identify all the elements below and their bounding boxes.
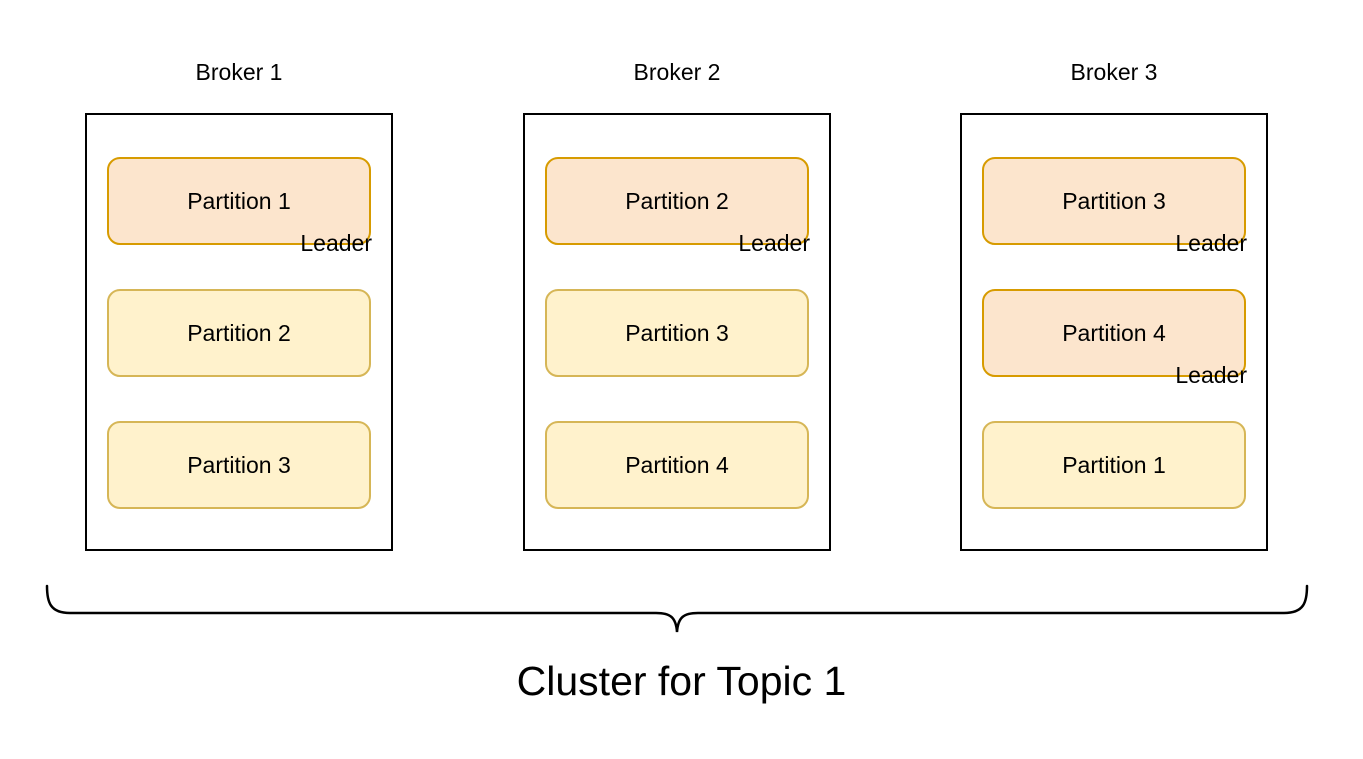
cluster-brace xyxy=(45,584,1309,633)
partition-box: Partition 4 Leader xyxy=(982,289,1247,388)
partition-box: Partition 1 Leader xyxy=(107,157,372,256)
partition-label: Partition 1 xyxy=(187,187,291,214)
broker-3-title: Broker 3 xyxy=(1070,59,1158,85)
leader-badge: Leader xyxy=(300,230,372,256)
partition-label: Partition 3 xyxy=(625,319,729,346)
partition-label: Partition 2 xyxy=(187,319,291,346)
broker-2-title: Broker 2 xyxy=(633,59,721,85)
leader-badge: Leader xyxy=(738,230,810,256)
partition-label: Partition 2 xyxy=(625,187,729,214)
partition-label: Partition 1 xyxy=(1062,451,1166,478)
leader-badge: Leader xyxy=(1175,362,1247,388)
partition-box: Partition 2 Leader xyxy=(545,157,810,256)
diagram-title: Cluster for Topic 1 xyxy=(516,658,847,704)
leader-badge: Leader xyxy=(1175,230,1247,256)
partition-box: Partition 3 Leader xyxy=(982,157,1247,256)
partition-box: Partition 3 xyxy=(545,289,809,377)
partition-box: Partition 4 xyxy=(545,421,809,509)
broker-3-box: Partition 3 Leader Partition 4 Leader Pa… xyxy=(960,113,1268,551)
partition-label: Partition 3 xyxy=(1062,187,1166,214)
partition-label: Partition 4 xyxy=(1062,319,1166,346)
broker-1-group: Broker 1 Partition 1 Leader Partition 2 … xyxy=(85,58,393,551)
broker-3-group: Broker 3 Partition 3 Leader Partition 4 … xyxy=(960,58,1268,551)
broker-2-group: Broker 2 Partition 2 Leader Partition 3 … xyxy=(523,58,831,551)
partition-box: Partition 1 xyxy=(982,421,1246,509)
broker-1-title: Broker 1 xyxy=(195,59,283,85)
partition-label: Partition 3 xyxy=(187,451,291,478)
partition-box: Partition 2 xyxy=(107,289,371,377)
broker-2-box: Partition 2 Leader Partition 3 Partition… xyxy=(523,113,831,551)
partition-box: Partition 3 xyxy=(107,421,371,509)
partition-label: Partition 4 xyxy=(625,451,729,478)
broker-1-box: Partition 1 Leader Partition 2 Partition… xyxy=(85,113,393,551)
